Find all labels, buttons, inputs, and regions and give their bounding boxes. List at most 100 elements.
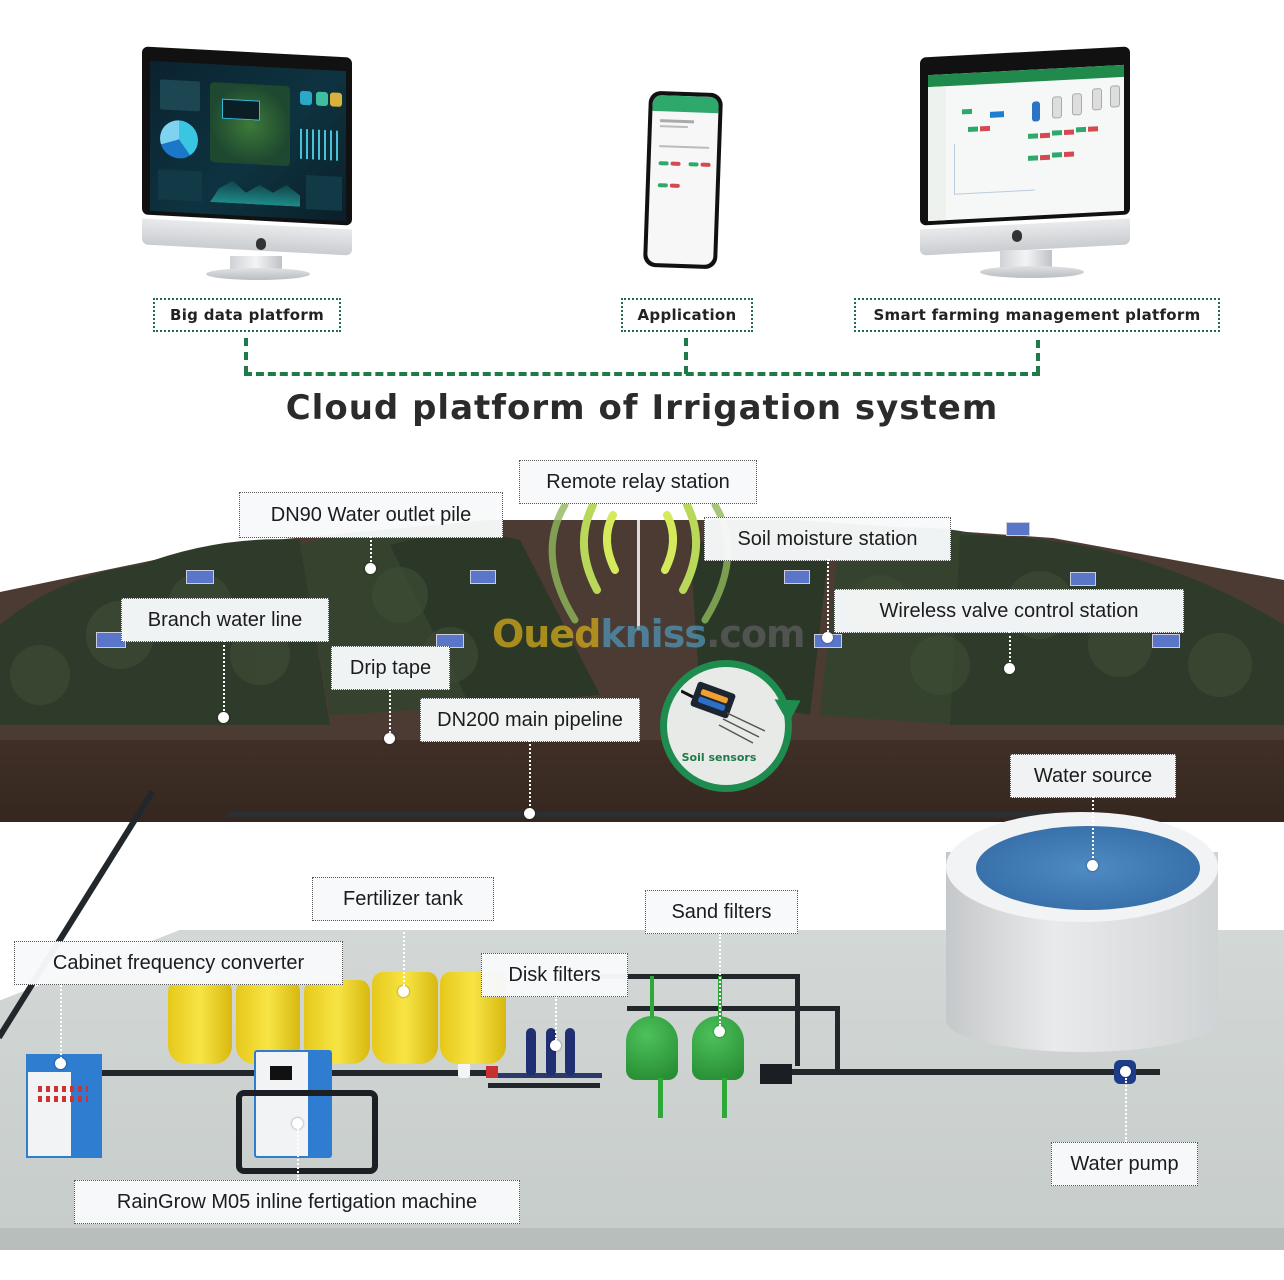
solar-station-icon [470,570,496,584]
sand-filters-text: Sand filters [671,900,772,923]
cabinet-converter-label: Cabinet frequency converter [14,941,343,985]
leader-line [403,920,405,986]
floor-edge [0,1228,1284,1250]
soil-moisture-station-text: Soil moisture station [737,527,918,550]
filter-pipe [650,976,654,1018]
management-monitor [920,46,1132,280]
disk-filter-base [488,1083,600,1088]
connector-bus [244,372,1040,376]
application-label: Application [621,298,753,332]
marker-dot [822,632,833,643]
soil-sensor-callout: Soil sensors [660,660,792,792]
connector-left [244,338,248,374]
dn200-main-pipeline-label: DN200 main pipeline [420,698,640,742]
marker-dot [1087,860,1098,871]
leader-line [370,536,372,566]
marker-dot [550,1040,561,1051]
watermark: Ouedkniss.com [492,612,806,656]
disk-filter [526,1028,536,1076]
watermark-part3: .com [705,612,806,656]
solar-station-icon [1006,522,1030,536]
relay-mast [637,520,640,630]
fertilizer-tank [168,980,232,1064]
disk-filters-text: Disk filters [508,963,601,986]
remote-relay-station-label: Remote relay station [519,460,757,504]
machine-frame [236,1090,378,1174]
light-console-screen [928,64,1124,222]
pipe-riser [795,974,800,1066]
solar-station-icon [436,634,464,648]
leader-line [1092,796,1094,862]
leader-line [60,985,62,1059]
smart-farming-platform-label: Smart farming management platform [854,298,1220,332]
fertigation-machine-text: RainGrow M05 inline fertigation machine [116,1190,478,1213]
drip-tape-label: Drip tape [331,646,450,690]
pump-body [760,1064,792,1084]
monitor-logo-icon [256,238,266,250]
wireless-valve-station-label: Wireless valve control station [834,589,1184,633]
water-pump-text: Water pump [1070,1152,1179,1175]
leader-line [827,559,829,635]
connector-right [1036,340,1040,374]
fertigation-machine-label: RainGrow M05 inline fertigation machine [74,1180,520,1224]
solar-station-icon [1152,634,1180,648]
soil-moisture-station-label: Soil moisture station [704,517,951,561]
solar-station-icon [186,570,214,584]
watermark-part1: Oued [492,612,601,656]
disk-filter [546,1028,556,1076]
soil-sensor-icon [681,681,766,744]
water-source-label: Water source [1010,754,1176,798]
disk-filter-line [486,1073,602,1078]
cabinet-converter-text: Cabinet frequency converter [52,951,305,974]
dn90-outlet-text: DN90 Water outlet pile [270,503,472,526]
mobile-phone [642,90,724,270]
marker-dot [292,1118,303,1129]
soil-sensors-label: Soil sensors [681,751,757,764]
disk-filters-label: Disk filters [481,953,628,997]
leader-line [1125,1078,1127,1142]
marker-dot [55,1058,66,1069]
drip-tape-text: Drip tape [349,656,432,679]
application-text: Application [637,306,737,324]
filter-leg [722,1078,727,1118]
water-tank [946,812,1218,1062]
smart-farming-platform-text: Smart farming management platform [873,306,1201,324]
big-data-platform-label: Big data platform [153,298,341,332]
leader-line [223,640,225,715]
white-fitting [458,1062,470,1078]
monitor-logo-icon [1012,230,1022,242]
wireless-valve-station-text: Wireless valve control station [879,599,1139,622]
leader-line [555,996,557,1040]
branch-water-line-text: Branch water line [147,608,303,631]
dn200-main-pipeline-text: DN200 main pipeline [437,708,623,731]
leader-line [529,740,531,810]
filter-manifold [627,1006,839,1011]
leader-line [389,688,391,736]
marker-dot [218,712,229,723]
branch-water-line-label: Branch water line [121,598,329,642]
fertigation-machine [254,1050,332,1158]
big-data-monitor [142,46,354,280]
machine-display [270,1066,292,1080]
water-source-text: Water source [1033,764,1153,787]
sand-filter [626,1016,678,1080]
filter-manifold [600,974,796,979]
red-valve [486,1066,498,1078]
pump-pipe [770,1069,1160,1075]
watermark-part2: kniss [600,612,707,656]
marker-dot [1120,1066,1131,1077]
big-data-platform-text: Big data platform [169,306,325,324]
marker-dot [365,563,376,574]
leader-line [297,1128,299,1180]
solar-station-icon [1070,572,1096,586]
connector-center [684,338,688,374]
dark-dashboard-screen [150,60,346,222]
dn90-outlet-label: DN90 Water outlet pile [239,492,503,538]
remote-relay-station-text: Remote relay station [546,470,730,493]
fertilizer-tank-label: Fertilizer tank [312,877,494,921]
pipe-riser [835,1006,840,1070]
leader-line [719,934,721,1026]
cabinet-converter [26,1054,102,1158]
solar-station-icon [784,570,810,584]
marker-dot [714,1026,725,1037]
